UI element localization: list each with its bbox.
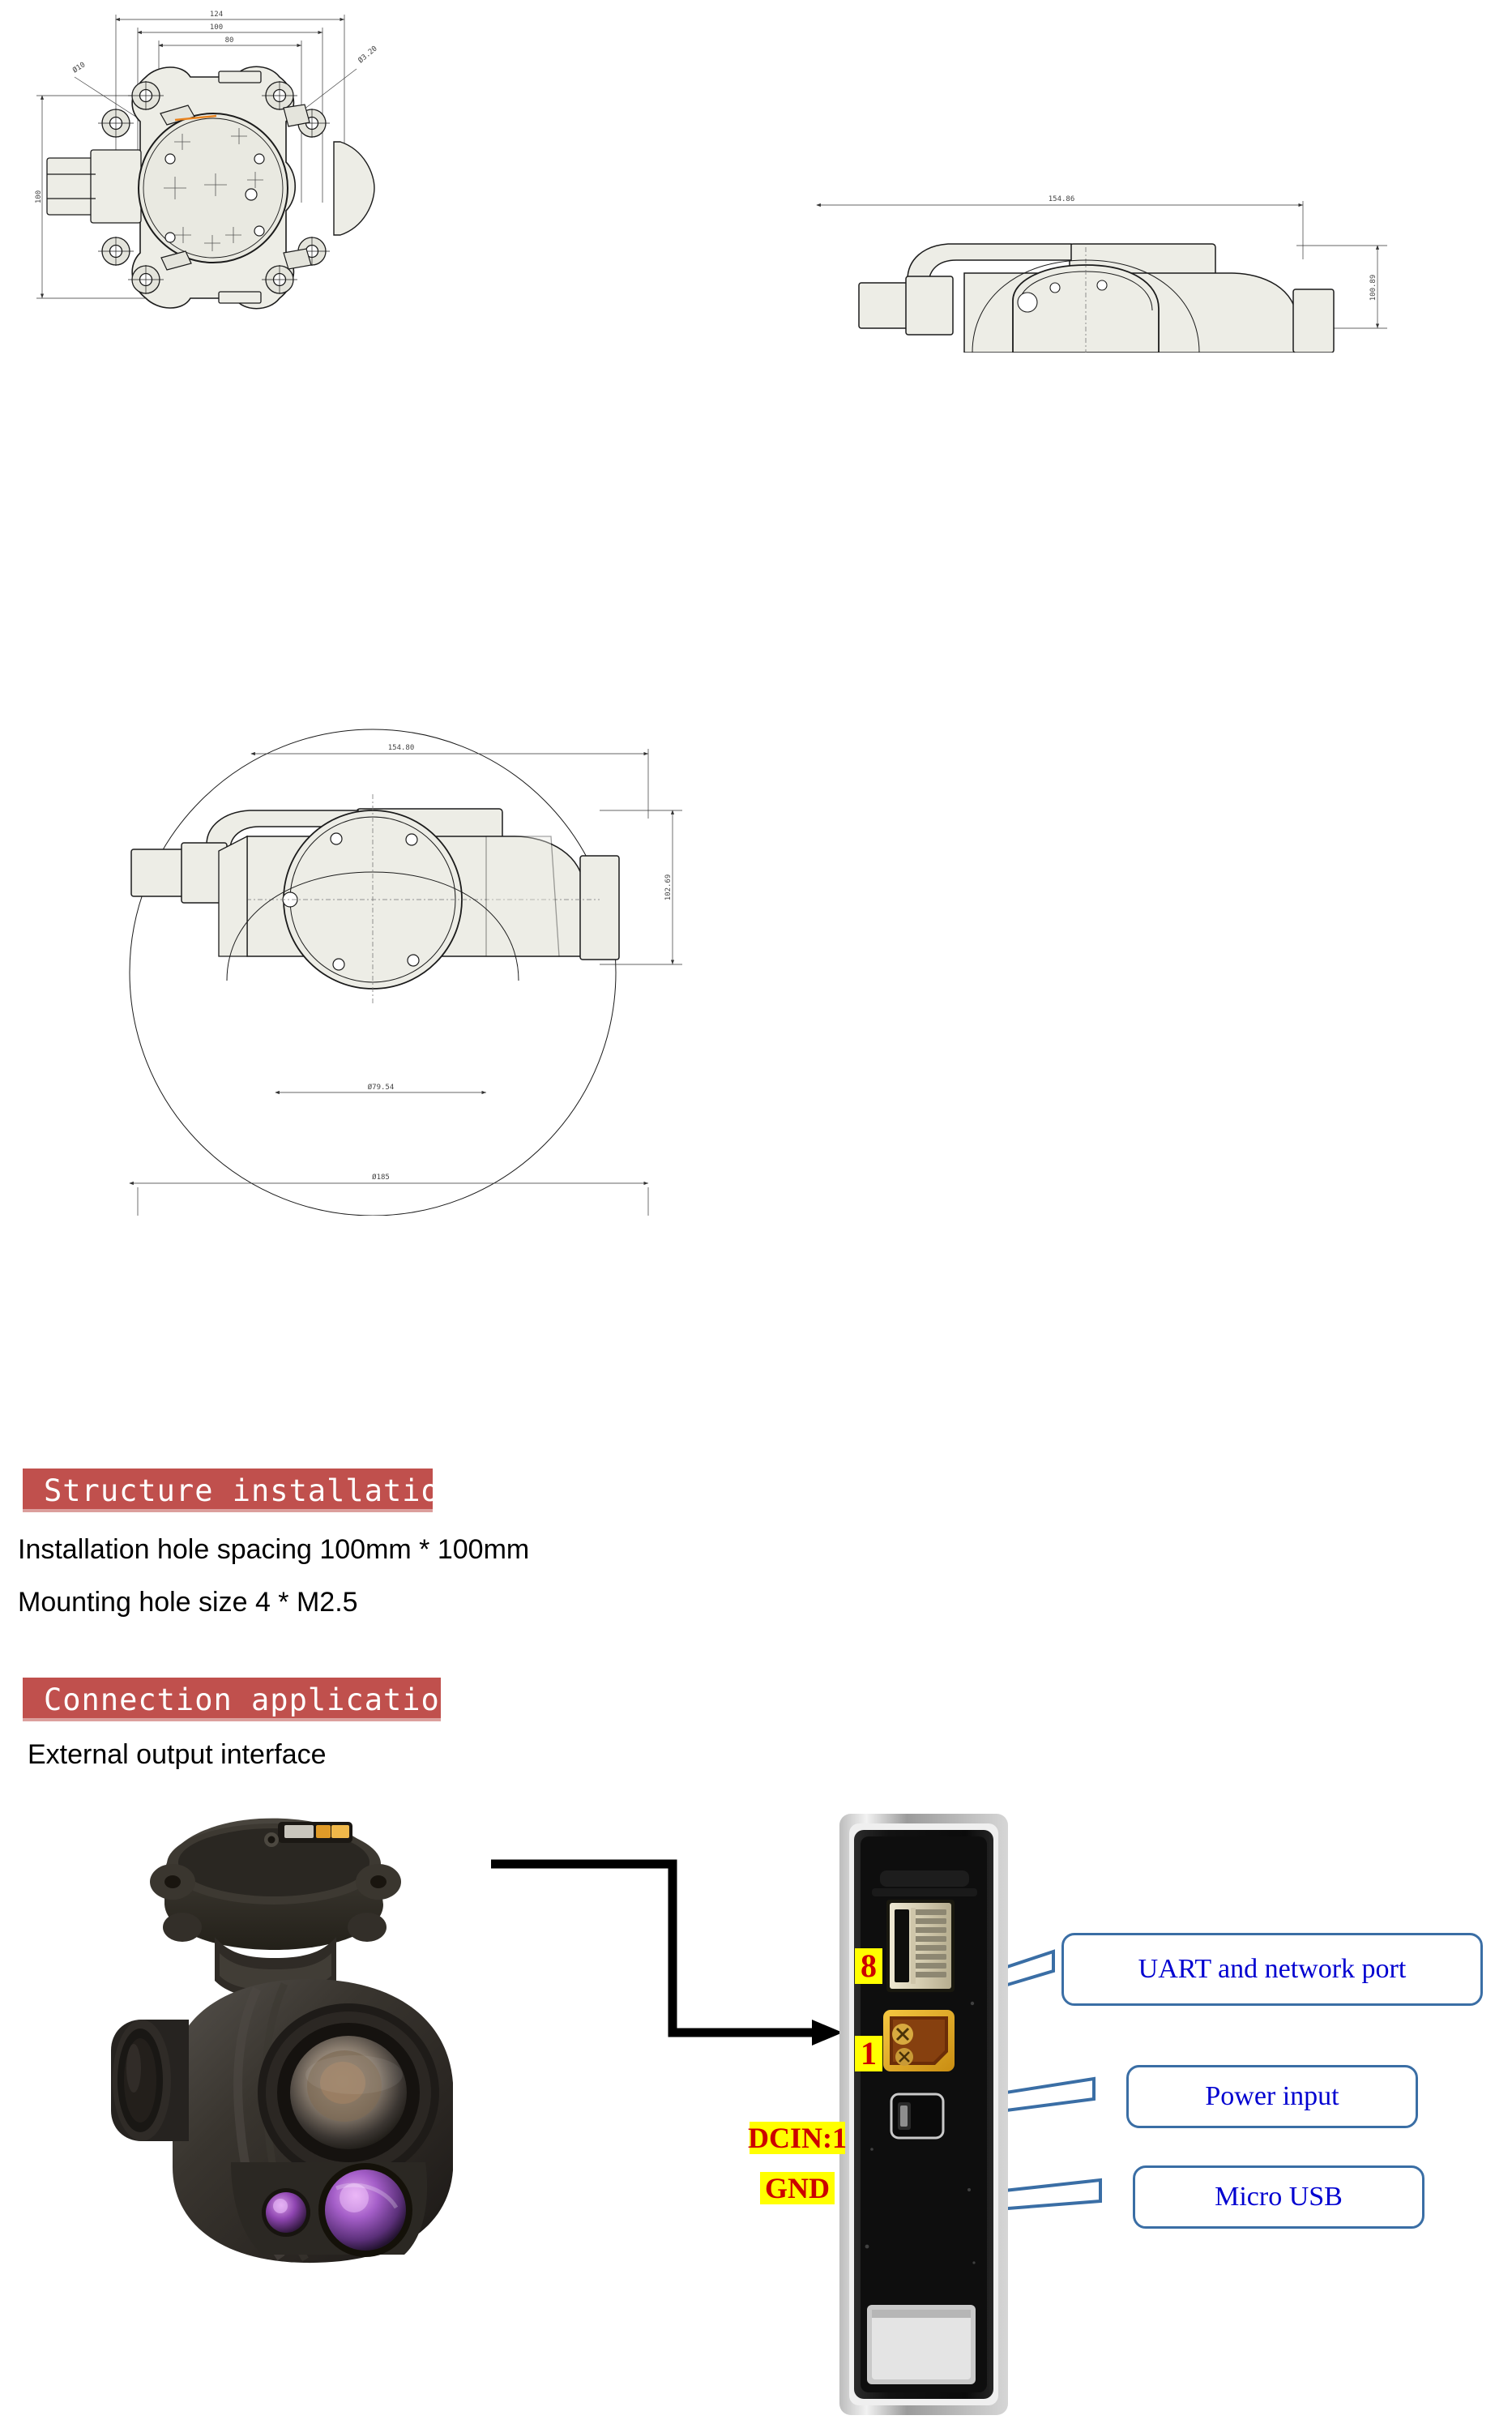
svg-text:154.80: 154.80 <box>388 744 415 752</box>
callout-micro-usb: Micro USB <box>1133 2165 1424 2229</box>
gimbal-camera-photo <box>69 1807 523 2420</box>
power-label-dcin: DCIN:1 <box>748 2122 847 2154</box>
svg-text:Ø3.20: Ø3.20 <box>357 44 379 65</box>
elbow-arrow-icon <box>491 1859 843 2046</box>
interface-panel-photo <box>836 1809 1011 2420</box>
svg-text:100: 100 <box>35 190 43 203</box>
power-label-gnd: GND <box>760 2172 835 2204</box>
svg-text:154.86: 154.86 <box>1049 195 1075 203</box>
drawing-side-view: 154.86 100.89 Ø79.54 <box>810 85 1491 353</box>
structure-line-1: Installation hole spacing 100mm * 100mm <box>18 1534 530 1565</box>
drawing-top-view: 124 100 80 100 Ø10 Ø3.20 <box>16 0 438 357</box>
connection-line-1: External output interface <box>28 1739 327 1770</box>
structure-line-2: Mounting hole size 4 * M2.5 <box>18 1587 358 1618</box>
svg-text:102.69: 102.69 <box>664 874 673 901</box>
section-header-connection: Connection application diagram <box>23 1678 609 1721</box>
callout-uart-network-port: UART and network port <box>1061 1933 1483 2006</box>
svg-text:Ø79.54: Ø79.54 <box>368 1083 395 1092</box>
callout-power-input: Power input <box>1126 2065 1418 2128</box>
svg-text:Ø10: Ø10 <box>71 60 88 75</box>
pin-label-8: 8 <box>855 1948 882 1984</box>
svg-text:100.89: 100.89 <box>1369 275 1377 301</box>
pin-label-1: 1 <box>855 2036 882 2071</box>
svg-text:124: 124 <box>210 11 223 19</box>
section-header-structure: Structure installation dimension <box>23 1469 647 1512</box>
svg-text:80: 80 <box>225 36 234 45</box>
svg-text:100: 100 <box>210 24 223 32</box>
drawing-rotation-envelope-view: 154.80 102.69 Ø79.54 Ø185 <box>32 713 729 1216</box>
svg-text:Ø185: Ø185 <box>372 1173 390 1182</box>
